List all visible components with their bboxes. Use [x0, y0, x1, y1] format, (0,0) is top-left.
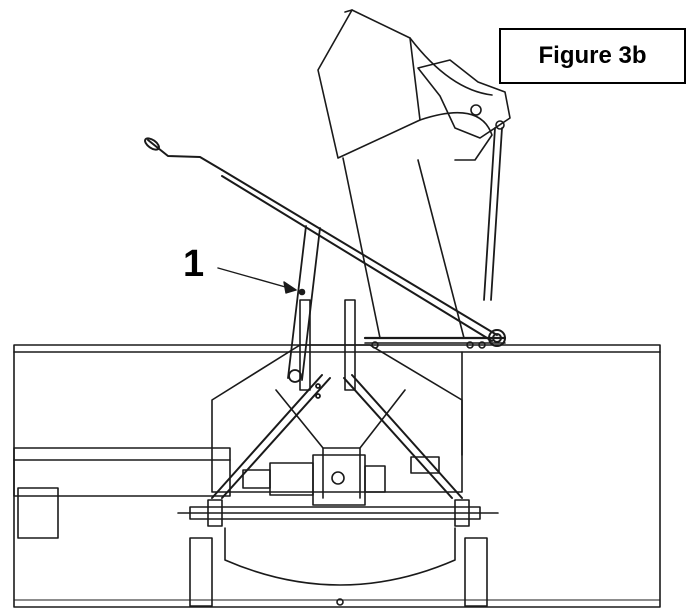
figure-label-box: Figure 3b: [499, 28, 686, 84]
deflector-rod: [483, 127, 503, 301]
lower-cross-shaft: [177, 499, 499, 527]
discharge-chute: [317, 9, 493, 339]
chute-base: [363, 336, 507, 349]
control-handle-rod: [144, 137, 506, 347]
vertical-link-rod: [287, 225, 321, 399]
callout-1-label: 1: [183, 243, 205, 285]
a-frame-braces: [211, 374, 463, 499]
center-frame-plate: [211, 299, 463, 499]
blower-housing: [13, 344, 661, 608]
gearbox: [242, 454, 440, 506]
callout-1-leader: [217, 267, 297, 294]
auger-housing: [189, 527, 488, 607]
deflector-bracket: [417, 59, 511, 139]
figure-title: Figure 3b: [538, 42, 647, 69]
pto-shaft-tube: [13, 447, 231, 539]
